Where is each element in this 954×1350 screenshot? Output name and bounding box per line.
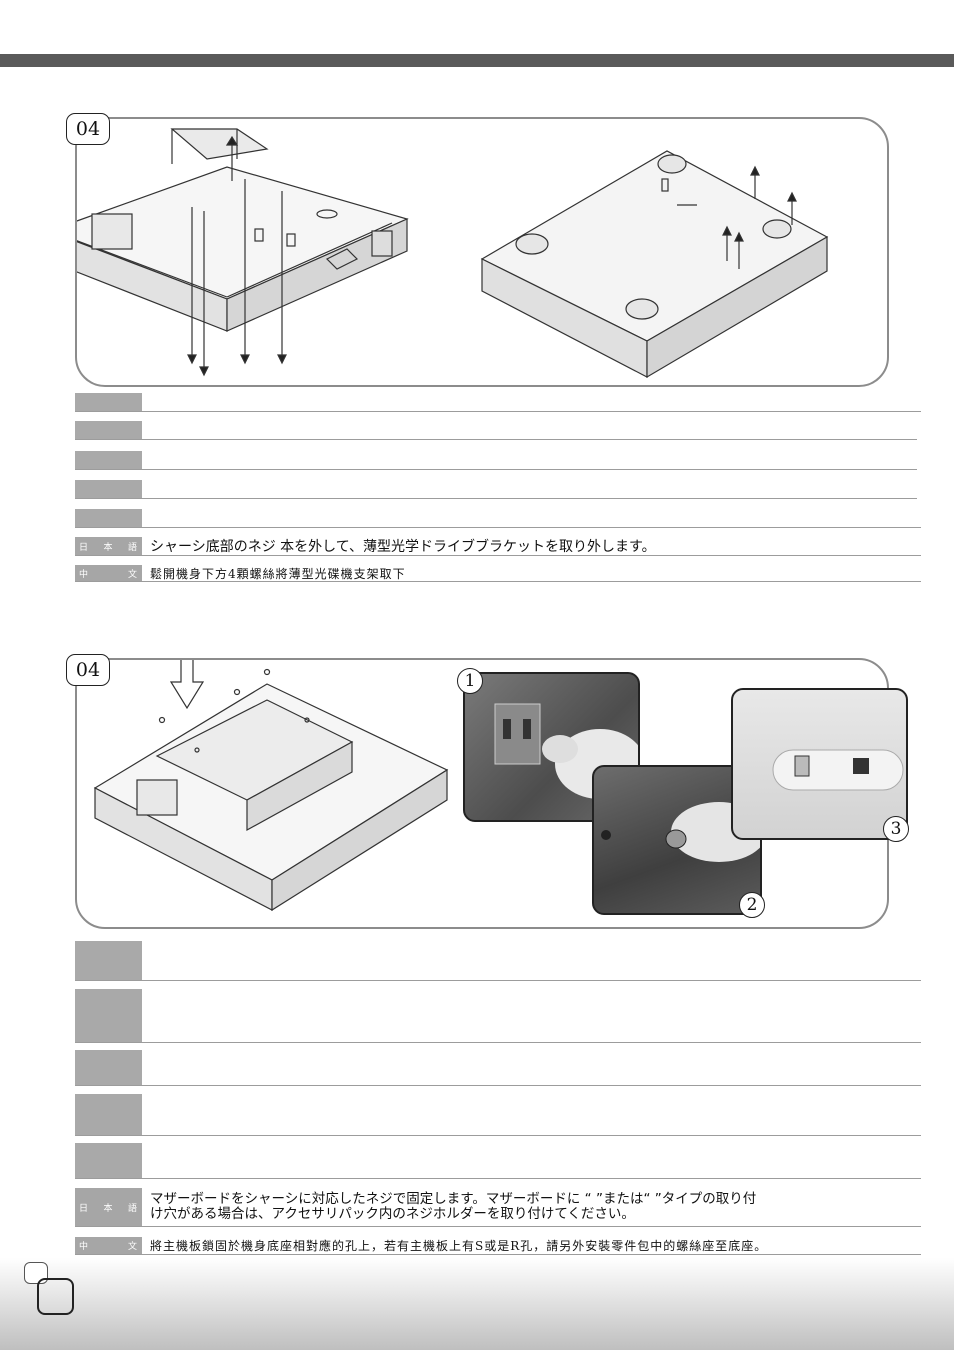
detail-photo-3 xyxy=(731,688,908,840)
step1-number-badge: 04 xyxy=(66,113,110,145)
step1-chinese-text: 鬆開機身下方4顆螺絲將薄型光碟機支架取下 xyxy=(150,566,406,581)
step2-row-2-text xyxy=(150,989,921,1042)
step2-chassis-illustration xyxy=(93,649,449,912)
callout-2: 2 xyxy=(739,892,765,918)
step1-row-2-text xyxy=(150,421,917,439)
step2-row-4-text xyxy=(150,1094,921,1135)
callout-1: 1 xyxy=(457,668,483,694)
step2-japanese-row: 日 本 語 マザーボードをシャーシに対応したネジで固定します。マザーボードに “… xyxy=(75,1188,921,1227)
step1-lang-row-2 xyxy=(75,421,917,440)
step2-japanese-line-2: け穴がある場合は、アクセサリパック内のネジホルダーを取り付けてください。 xyxy=(150,1206,635,1222)
lang-tag-japanese: 日 本 語 xyxy=(75,1188,142,1226)
step1-lang-row-4 xyxy=(75,480,917,499)
step2-lang-row-5 xyxy=(75,1143,921,1179)
footer-gradient xyxy=(0,1258,954,1350)
lang-tag-empty xyxy=(75,393,142,411)
callout-3: 3 xyxy=(883,816,909,842)
step2-row-3-text xyxy=(150,1050,921,1085)
installed-holder-photo xyxy=(772,749,904,791)
lang-tag-empty xyxy=(75,941,142,980)
step2-chinese-row: 中 文 將主機板鎖固於機身底座相對應的孔上，若有主機板上有S或是R孔，請另外安裝… xyxy=(75,1237,921,1255)
step1-illustration-panel xyxy=(47,117,889,387)
step2-lang-row-1 xyxy=(75,941,921,981)
lang-tag-chinese: 中 文 xyxy=(75,1237,142,1254)
step2-chinese-text: 將主機板鎖固於機身底座相對應的孔上，若有主機板上有S或是R孔，請另外安裝零件包中… xyxy=(150,1239,768,1253)
step1-row-3-text xyxy=(150,451,917,469)
page-number-box xyxy=(37,1278,74,1315)
step2-lang-row-2 xyxy=(75,989,921,1043)
step1-lang-row-5 xyxy=(75,509,921,528)
lang-tag-empty xyxy=(75,989,142,1042)
step1-row-1-text xyxy=(150,393,921,411)
top-header-bar xyxy=(0,54,954,67)
step1-chinese-row: 中 文 鬆開機身下方4顆螺絲將薄型光碟機支架取下 xyxy=(75,565,921,582)
lang-tag-japanese: 日 本 語 xyxy=(75,537,142,555)
step1-japanese-text: シャーシ底部のネジ 本を外して、薄型光学ドライブブラケットを取り外します。 xyxy=(150,539,656,555)
step2-row-5-text xyxy=(150,1143,921,1178)
step2-lang-row-4 xyxy=(75,1094,921,1136)
step2-lang-row-3 xyxy=(75,1050,921,1086)
step1-lang-row-1 xyxy=(75,393,921,412)
step1-japanese-row: 日 本 語 シャーシ底部のネジ 本を外して、薄型光学ドライブブラケットを取り外し… xyxy=(75,537,921,556)
step2-row-1-text xyxy=(150,941,921,980)
step1-chassis-illustration xyxy=(47,128,829,379)
lang-tag-chinese: 中 文 xyxy=(75,565,142,581)
detail-photo-1 xyxy=(463,672,640,822)
step2-number-badge: 04 xyxy=(66,654,110,686)
lang-tag-empty xyxy=(75,1143,142,1178)
step2-japanese-text: マザーボードをシャーシに対応したネジで固定します。マザーボードに “ ”または“… xyxy=(150,1188,921,1226)
step1-row-5-text xyxy=(150,509,921,527)
step1-row-4-text xyxy=(150,480,917,498)
lang-tag-empty xyxy=(75,1094,142,1135)
lang-tag-empty xyxy=(75,421,142,439)
step2-japanese-line-1: マザーボードをシャーシに対応したネジで固定します。マザーボードに “ ”または“… xyxy=(150,1191,757,1207)
step1-lang-row-3 xyxy=(75,451,917,470)
lang-tag-empty xyxy=(75,480,142,498)
lang-tag-empty xyxy=(75,1050,142,1085)
lang-tag-empty xyxy=(75,509,142,527)
lang-tag-empty xyxy=(75,451,142,469)
